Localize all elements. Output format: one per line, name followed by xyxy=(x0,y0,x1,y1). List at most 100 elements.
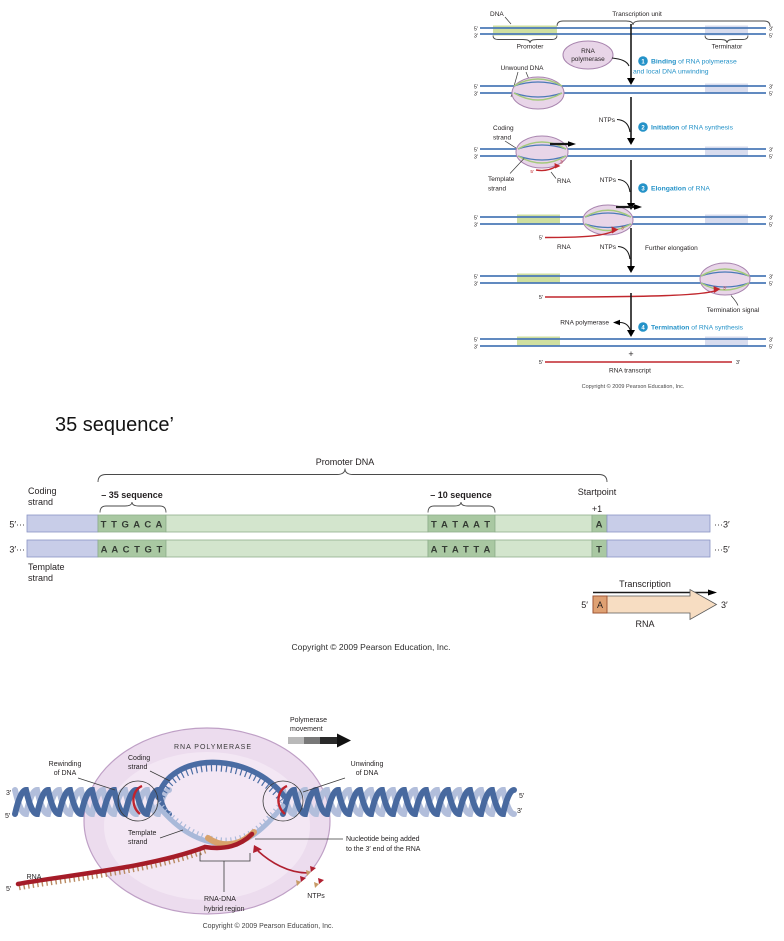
step-text: of RNA polymerase xyxy=(676,59,737,66)
rna-label: RNA xyxy=(635,619,654,629)
transcription-arrow: Transcription A 5′ 3′ RNA xyxy=(581,579,728,629)
end-label: 3′ xyxy=(474,282,478,288)
ntps-label: NTPs xyxy=(600,177,617,184)
template-strand-bar: A A C T G T A T A T T A T xyxy=(26,539,711,558)
termination-signal-label: Termination signal xyxy=(707,307,760,314)
template-strand-label: strand xyxy=(28,573,53,583)
rna-end-label: 5′ xyxy=(539,360,543,366)
unwinding-pointer xyxy=(302,777,346,793)
step-text: of RNA synthesis xyxy=(689,325,743,332)
terminator-brace xyxy=(704,35,749,44)
coding-strand-label: Coding xyxy=(28,486,57,496)
hybrid-label: hybrid region xyxy=(204,906,245,913)
dna-row-termination-signal: 3′ 5′ 5′ 3′ 3′ 5′ xyxy=(474,262,773,301)
end-label: 3′ xyxy=(721,600,728,610)
template-strand-label: strand xyxy=(128,839,148,846)
coding-strand-label: strand xyxy=(128,764,148,771)
end-label: 3′ xyxy=(474,223,478,229)
dna-helix-right-dark xyxy=(280,786,517,818)
promoter-brace xyxy=(492,35,558,44)
rna-end-label: 5′ xyxy=(530,169,534,175)
dna-helix-right-light xyxy=(280,786,517,818)
rewinding-label: of DNA xyxy=(54,770,77,777)
end-label: 5′ xyxy=(474,338,478,344)
plus-sign: + xyxy=(628,349,633,359)
rna-teeth xyxy=(17,846,207,891)
end-label: 5′ xyxy=(6,886,12,893)
rewinding-label: Rewinding xyxy=(49,761,82,768)
rna-polymerase-title: RNA POLYMERASE xyxy=(174,744,252,751)
coding-strand-label: strand xyxy=(28,497,53,507)
slide-heading: 35 sequence’ xyxy=(55,414,174,436)
figure-elongation-closeup: Polymerase movement RNA POLYMERASE Codin… xyxy=(5,717,525,930)
dna-row-bound: 5′ 3′ 3′ 5′ xyxy=(474,76,773,110)
rna-transcript-label: RNA transcript xyxy=(609,368,651,375)
rna-end-label: 3′ xyxy=(736,360,740,366)
end-label: 5′ xyxy=(769,345,773,351)
rna-end-label: 3′ xyxy=(723,286,727,292)
step-keyword: Elongation xyxy=(651,186,686,193)
transcription-unit-label: Transcription unit xyxy=(612,11,662,18)
step-arrow-4: RNA polymerase 4 Termination of RNA synt… xyxy=(560,293,744,337)
rna-polymerase-text: RNA xyxy=(581,48,595,55)
step-text2: and local DNA unwinding xyxy=(633,69,709,76)
plus1-label: +1 xyxy=(592,504,602,514)
seq-minus35-top: T T G A C A xyxy=(101,520,164,531)
end-label: 5′ xyxy=(769,92,773,98)
dna-row-initiation: 5′ 3′ 5′ 3′ 3′ 5′ xyxy=(474,135,773,175)
ntps-label: NTPs xyxy=(307,893,325,900)
step-keyword: Initiation xyxy=(651,125,679,132)
rna-strand xyxy=(15,831,255,887)
rna-pointer xyxy=(550,171,557,179)
seq-minus10-top: T A T A A T xyxy=(431,520,491,531)
promoter-dna-brace xyxy=(97,468,608,483)
end-label: 3′ xyxy=(769,85,773,91)
rna-end-label: 5′ xyxy=(539,295,543,301)
end-label: 5′ xyxy=(474,216,478,222)
end-label: 5′ xyxy=(474,85,478,91)
dna-row-elongation: 3′ 5′ 5′ 3′ 3′ 5′ xyxy=(474,204,773,242)
rna-polymerase-release-label: RNA polymerase xyxy=(560,320,609,327)
promoter-label: Promoter xyxy=(517,44,545,51)
seq-start-top: A xyxy=(596,520,604,531)
termination-signal-pointer xyxy=(730,295,739,306)
step-text: of RNA synthesis xyxy=(679,125,733,132)
end-label: 3′ xyxy=(769,275,773,281)
step-number: 1 xyxy=(641,60,645,66)
step-text: of RNA xyxy=(686,186,710,193)
ntps-group: NTPs xyxy=(253,845,325,900)
further-elongation-arrow: NTPs Further elongation xyxy=(600,228,698,273)
unwound-dna-label: Unwound DNA xyxy=(501,65,545,72)
step-arrow-2: NTPs 2 Initiation of RNA synthesis xyxy=(599,97,734,145)
template-strand-label: strand xyxy=(488,186,506,193)
step-arrow-3: NTPs 3 Elongation of RNA xyxy=(600,160,710,210)
unwinding-curl xyxy=(277,784,288,815)
rna-first-base: A xyxy=(597,600,603,610)
terminator-label: Terminator xyxy=(712,44,744,51)
svg-text:Elongation of RNA: Elongation of RNA xyxy=(651,186,710,193)
end-label: 5′··· xyxy=(9,520,25,530)
svg-text:Initiation of RNA synthesis: Initiation of RNA synthesis xyxy=(651,125,734,132)
rna-end-label: 5′ xyxy=(539,236,543,242)
rna-end-label: 3′ xyxy=(560,160,564,166)
rna-end-label: 3′ xyxy=(621,226,625,232)
dna-helix-left-dark xyxy=(12,786,172,818)
ntps-label: NTPs xyxy=(600,244,617,251)
figure-transcription-overview: DNA Transcription unit 5′ 3′ 3′ 5′ Promo… xyxy=(474,11,773,390)
coding-strand-teeth xyxy=(156,764,285,803)
rna-label: RNA xyxy=(27,874,42,881)
template-strand-pointer xyxy=(159,829,184,839)
end-label: 5′ xyxy=(769,155,773,161)
end-label: ···5′ xyxy=(714,545,730,555)
rna-label: RNA xyxy=(557,178,571,185)
nucleotide-label: to the 3′ end of the RNA xyxy=(346,846,421,853)
seq-minus10-bottom: A T A T T A xyxy=(431,545,492,556)
dna-pointer-line xyxy=(504,16,512,25)
template-strand-pointer xyxy=(509,158,525,174)
polymerase-movement-arrow: Polymerase movement xyxy=(288,717,351,748)
promoter-dna-label: Promoter DNA xyxy=(316,457,375,467)
end-label: 3′ xyxy=(769,338,773,344)
end-label: 3′ xyxy=(769,27,773,33)
startpoint-label: Startpoint xyxy=(578,487,617,497)
